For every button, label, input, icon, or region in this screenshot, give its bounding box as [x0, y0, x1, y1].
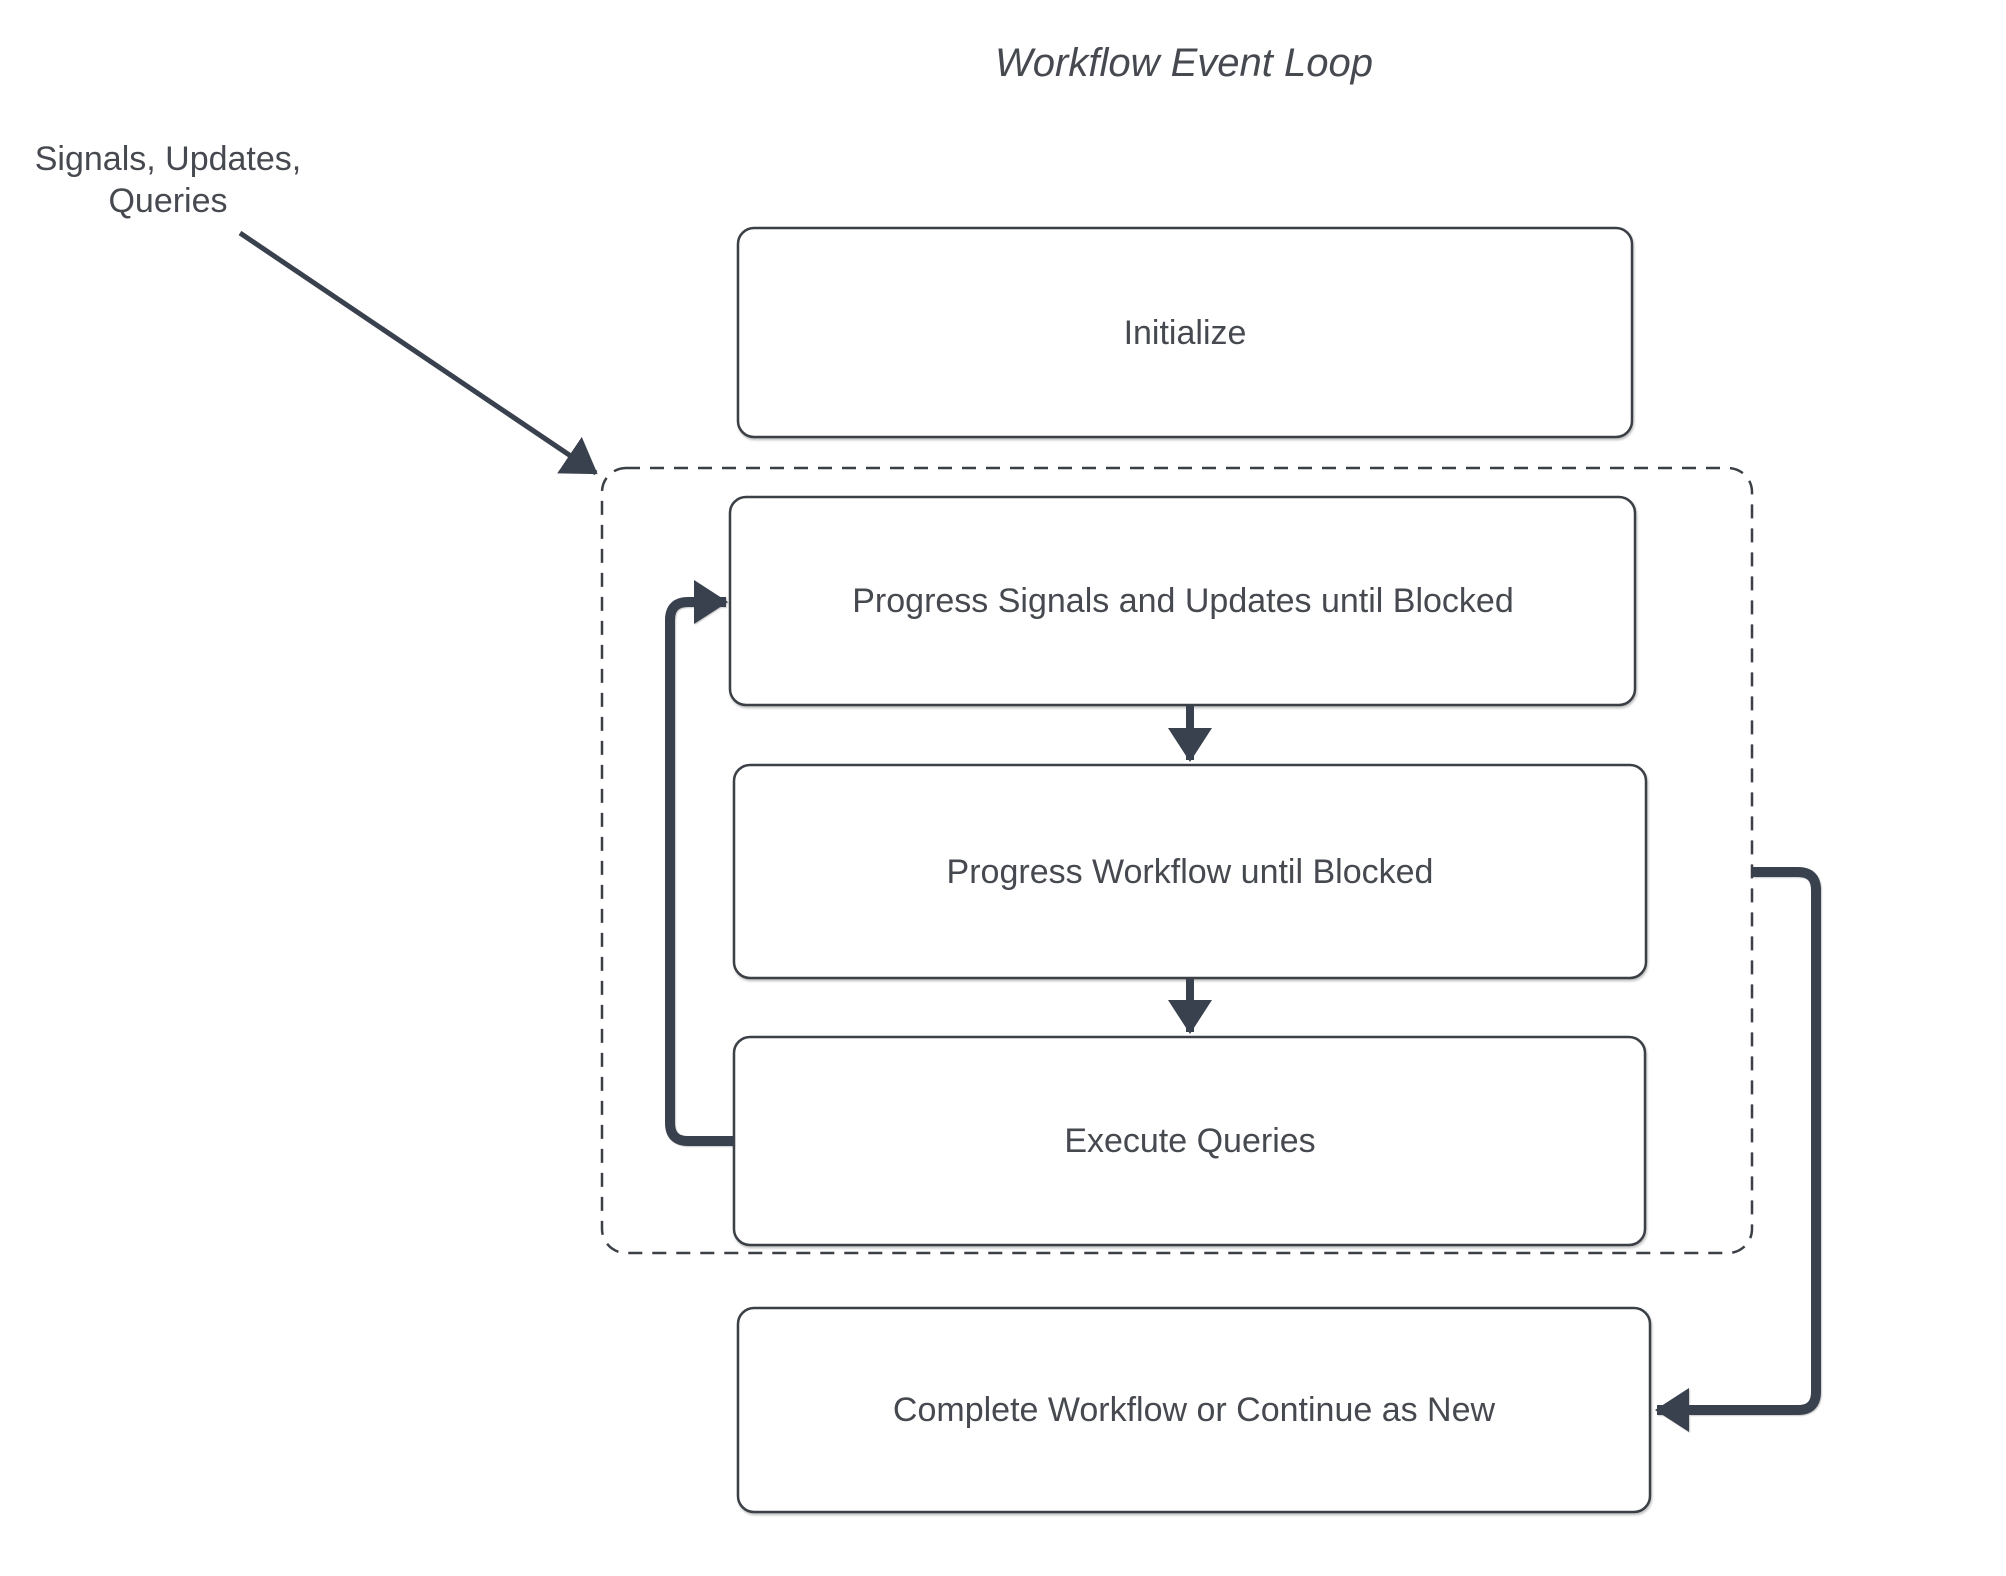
node-progress-workflow-box — [732, 763, 1648, 980]
diagram-title: Workflow Event Loop — [995, 41, 1373, 85]
node-execute-queries-label: Execute Queries — [1064, 1122, 1315, 1160]
node-progress-workflow: Progress Workflow until Blocked — [732, 763, 1648, 980]
node-progress-signals: Progress Signals and Updates until Block… — [728, 495, 1637, 707]
node-progress-workflow-label: Progress Workflow until Blocked — [947, 853, 1434, 891]
node-complete-workflow: Complete Workflow or Continue as New — [736, 1306, 1652, 1514]
arrow-loop-back — [665, 580, 734, 1146]
node-initialize-box — [736, 226, 1634, 439]
annotation-arrow — [238, 230, 598, 476]
event-loop-container — [600, 466, 1754, 1255]
node-complete-workflow-box — [736, 1306, 1652, 1514]
node-progress-signals-box — [728, 495, 1637, 707]
node-complete-workflow-label: Complete Workflow or Continue as New — [893, 1391, 1496, 1429]
annotation-signals-updates-queries: Signals, Updates, Queries — [35, 140, 302, 220]
node-execute-queries: Execute Queries — [732, 1035, 1647, 1247]
annotation-line-1: Signals, Updates, — [35, 140, 302, 178]
arrow-exit-to-complete — [1655, 867, 1821, 1432]
annotation-line-2: Queries — [108, 182, 227, 220]
node-initialize-label: Initialize — [1124, 314, 1247, 352]
node-progress-signals-label: Progress Signals and Updates until Block… — [852, 582, 1514, 620]
node-initialize: Initialize — [736, 226, 1634, 439]
